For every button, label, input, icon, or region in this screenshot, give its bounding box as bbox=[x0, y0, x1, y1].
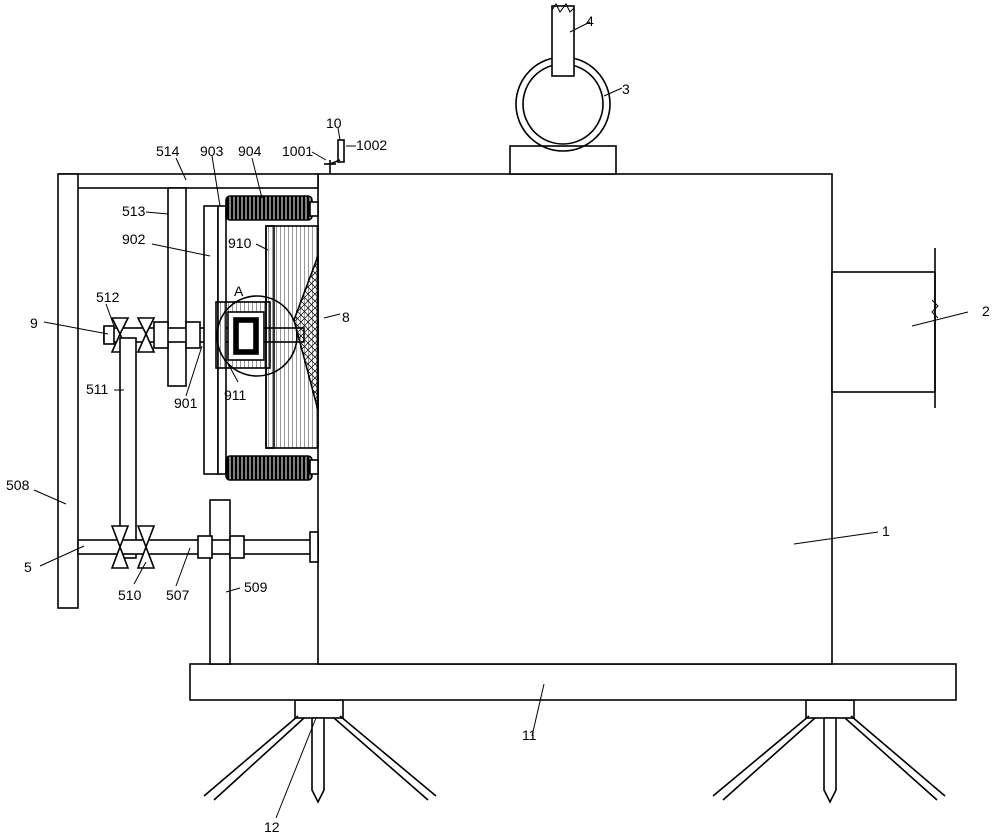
label-9: 9 bbox=[30, 315, 38, 331]
top-frame-bar bbox=[59, 173, 319, 189]
label-514: 514 bbox=[156, 143, 180, 159]
label-1002: 1002 bbox=[356, 137, 387, 153]
label-5: 5 bbox=[24, 559, 32, 575]
label-1: 1 bbox=[882, 523, 890, 539]
label-2: 2 bbox=[982, 303, 990, 319]
motor-block bbox=[215, 295, 298, 377]
pulley-510 bbox=[110, 525, 130, 569]
belt bbox=[119, 337, 137, 559]
label-10: 10 bbox=[326, 115, 342, 131]
hook-rod bbox=[551, 5, 575, 77]
detail-circle-A bbox=[216, 295, 298, 377]
label-508: 508 bbox=[6, 477, 30, 493]
outlet-pipe bbox=[831, 248, 939, 408]
label-11: 11 bbox=[522, 727, 537, 743]
hanger bbox=[509, 3, 617, 175]
support-post bbox=[209, 499, 231, 665]
label-511: 511 bbox=[86, 381, 109, 397]
leg-mount-right bbox=[805, 699, 855, 719]
leg-mount-left bbox=[294, 699, 344, 719]
label-911: 911 bbox=[224, 387, 247, 403]
vertical-arm bbox=[167, 187, 187, 387]
mesh-8 bbox=[293, 255, 319, 411]
leader-lines bbox=[33, 21, 969, 819]
label-902: 902 bbox=[122, 231, 146, 247]
label-12: 12 bbox=[264, 819, 280, 835]
spike-left bbox=[311, 717, 325, 804]
label-8: 8 bbox=[342, 309, 350, 325]
label-510: 510 bbox=[118, 587, 142, 603]
label-904: 904 bbox=[238, 143, 262, 159]
label-901: 901 bbox=[174, 395, 198, 411]
roller-bottom bbox=[225, 455, 313, 481]
label-A: A bbox=[234, 283, 244, 299]
label-509: 509 bbox=[244, 579, 268, 595]
labels: 4 3 2 1 11 12 5 9 508 512 511 510 507 50… bbox=[6, 13, 990, 835]
label-903: 903 bbox=[200, 143, 224, 159]
base-plate bbox=[189, 663, 957, 701]
label-513: 513 bbox=[122, 203, 146, 219]
roller-top bbox=[225, 195, 313, 221]
label-910: 910 bbox=[228, 235, 252, 251]
support-legs bbox=[203, 699, 946, 804]
valve-10 bbox=[324, 139, 345, 174]
lower-shaft-assembly bbox=[77, 525, 319, 569]
label-507: 507 bbox=[166, 587, 190, 603]
label-1001: 1001 bbox=[282, 143, 313, 159]
label-512: 512 bbox=[96, 289, 120, 305]
label-4: 4 bbox=[586, 13, 594, 29]
vertical-frame bbox=[57, 173, 79, 609]
label-3: 3 bbox=[622, 81, 630, 97]
main-box bbox=[317, 173, 833, 665]
spike-right bbox=[823, 717, 837, 804]
hanger-base bbox=[509, 145, 617, 175]
